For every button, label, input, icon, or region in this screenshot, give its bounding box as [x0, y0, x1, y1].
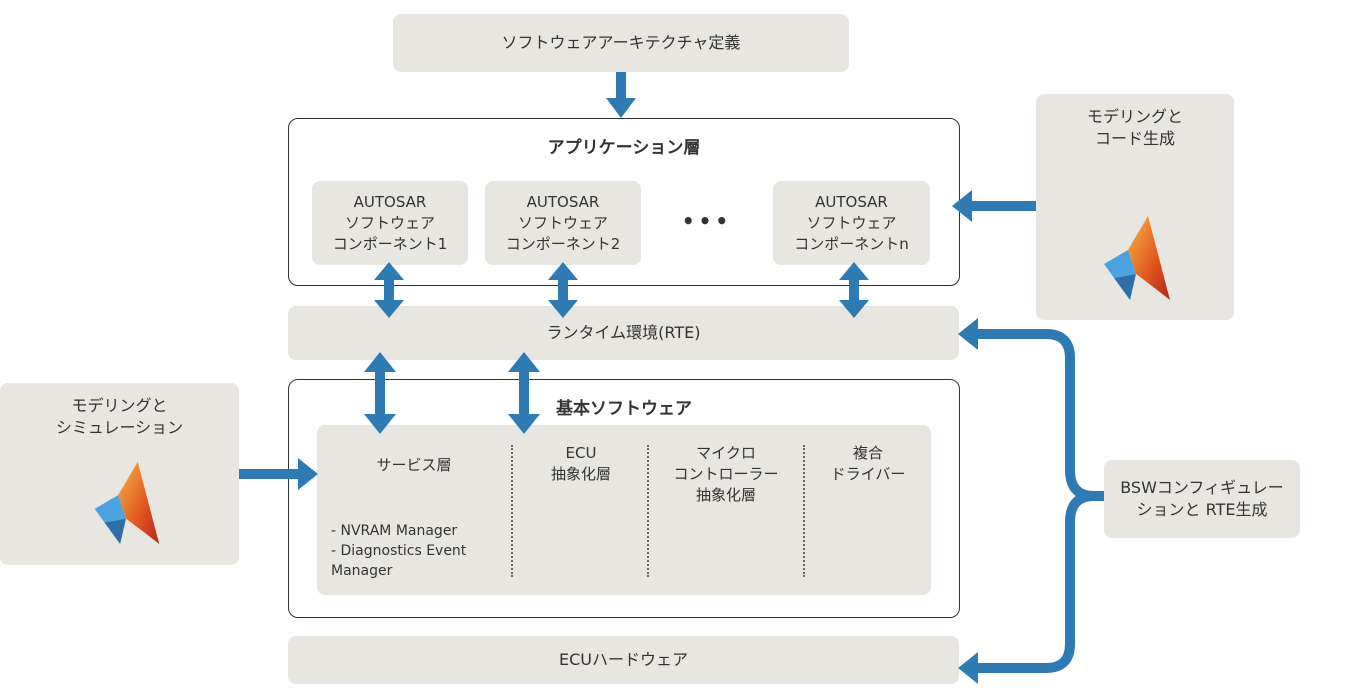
ecu-hardware-box: ECUハードウェア [288, 636, 959, 684]
arrow-codegen-to-compn [952, 190, 1036, 222]
arrow-top-to-application [606, 72, 636, 118]
arrow-rte-service [364, 352, 396, 434]
modeling-codegen-box: モデリングと コード生成 [1036, 94, 1234, 320]
software-component-2-label: AUTOSAR ソフトウェア コンポーネント2 [505, 192, 621, 253]
bsw-config-box: BSWコンフィギュレー ションと RTE生成 [1104, 460, 1300, 538]
software-component-n: AUTOSAR ソフトウェア コンポーネントn [773, 181, 930, 265]
modeling-codegen-label: モデリングと コード生成 [1086, 107, 1183, 148]
arrow-compn-rte [839, 262, 869, 318]
service-layer-items: - NVRAM Manager - Diagnostics Event Mana… [331, 523, 467, 579]
arrow-comp2-rte [548, 262, 578, 318]
bsw-inner-box: サービス層 - NVRAM Manager - Diagnostics Even… [317, 425, 931, 595]
software-component-2: AUTOSAR ソフトウェア コンポーネント2 [485, 181, 641, 265]
bsw-config-label: BSWコンフィギュレー ションと RTE生成 [1120, 478, 1284, 519]
arrow-rte-ecu [508, 352, 540, 434]
arrow-bsw-to-hardware-head [958, 652, 978, 684]
software-component-n-label: AUTOSAR ソフトウェア コンポーネントn [794, 192, 909, 253]
software-component-1: AUTOSAR ソフトウェア コンポーネント1 [312, 181, 468, 265]
matlab-logo-icon [1104, 216, 1170, 300]
basic-software-frame: 基本ソフトウェア サービス層 - NVRAM Manager - Diagnos… [288, 379, 960, 618]
column-divider-3 [803, 445, 805, 577]
arrow-bsw-to-rte-head [958, 318, 978, 350]
mcu-abstraction-label: マイクロ コントローラー 抽象化層 [673, 444, 779, 504]
rte-box: ランタイム環境(RTE) [288, 306, 959, 360]
arrow-simulation-to-service [239, 458, 318, 490]
application-layer-title: アプリケーション層 [547, 138, 701, 158]
column-divider-2 [647, 445, 649, 577]
arrow-comp1-rte [374, 262, 404, 318]
matlab-logo-icon [94, 461, 160, 545]
architecture-definition-label: ソフトウェアアーキテクチャ定義 [501, 33, 741, 52]
ecu-hardware-label: ECUハードウェア [559, 650, 688, 669]
modeling-simulation-label: モデリングと シミュレーション [55, 396, 184, 437]
ecu-abstraction-label: ECU 抽象化層 [550, 444, 611, 483]
basic-software-title: 基本ソフトウェア [556, 399, 692, 419]
ellipsis: ••• [681, 209, 733, 233]
rte-label: ランタイム環境(RTE) [546, 323, 701, 342]
column-divider-1 [511, 445, 513, 577]
architecture-definition-box: ソフトウェアアーキテクチャ定義 [393, 14, 849, 72]
complex-driver-label: 複合 ドライバー [830, 444, 906, 483]
service-layer-label: サービス層 [376, 456, 452, 474]
software-component-1-label: AUTOSAR ソフトウェア コンポーネント1 [332, 192, 448, 253]
bsw-config-connector [976, 329, 1104, 673]
